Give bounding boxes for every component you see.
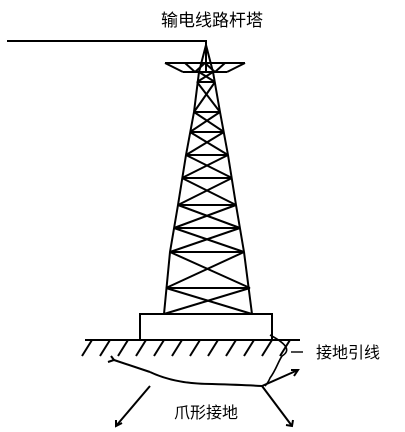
ground-surface: [81, 339, 300, 357]
ground-lead-wire: [264, 334, 288, 387]
title-label: 输电线路杆塔: [161, 11, 263, 31]
overhead-conductor: [7, 40, 207, 51]
claw-grounding-electrodes: [107, 355, 300, 428]
tower-lattice-body: [163, 44, 253, 315]
tower-foundation: [139, 313, 273, 341]
ground-lead-label: 接地引线: [316, 343, 380, 362]
claw-ground-label: 爪形接地: [174, 403, 238, 422]
